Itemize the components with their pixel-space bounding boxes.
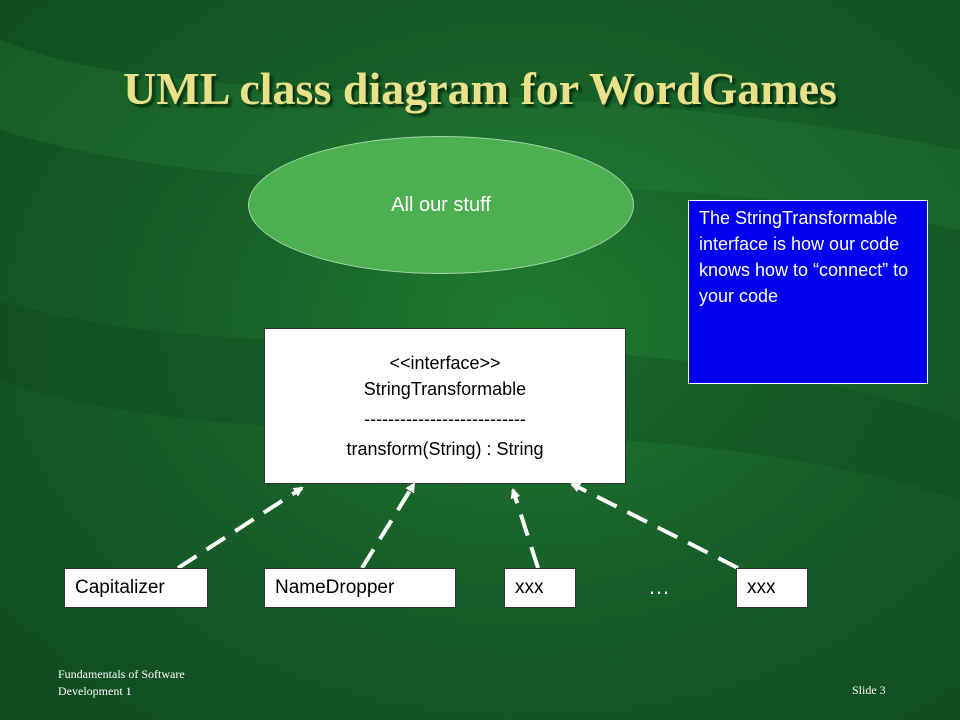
package-label: All our stuff: [391, 193, 491, 216]
footer-course: Fundamentals of Software Development 1: [58, 666, 258, 700]
interface-name: StringTransformable: [363, 379, 527, 399]
arrow-namedropper: [360, 482, 416, 570]
class-xxx-2: xxx: [736, 568, 808, 608]
interface-stereotype: <<interface>>: [389, 353, 501, 373]
footer-course-line1: Fundamentals of Software: [58, 667, 185, 681]
arrow-xxx-1: [510, 488, 540, 569]
class-namedropper: NameDropper: [264, 568, 456, 608]
class-xxx-1: xxx: [504, 568, 576, 608]
interface-method: transform(String) : String: [346, 439, 544, 459]
class-capitalizer: Capitalizer: [64, 568, 208, 608]
note-box: The StringTransformable interface is how…: [688, 200, 928, 384]
slide-number: Slide 3: [852, 683, 886, 697]
arrow-capitalizer: [176, 486, 304, 570]
interface-box: <<interface>> StringTransformable ------…: [264, 328, 626, 484]
arrow-xxx-2: [570, 482, 739, 570]
ellipsis: …: [648, 574, 670, 599]
all-our-stuff-package: All our stuff: [248, 136, 634, 274]
interface-separator: ---------------------------: [364, 409, 526, 429]
slide-title: UML class diagram for WordGames: [123, 63, 837, 114]
footer-course-line2: Development 1: [58, 684, 132, 698]
